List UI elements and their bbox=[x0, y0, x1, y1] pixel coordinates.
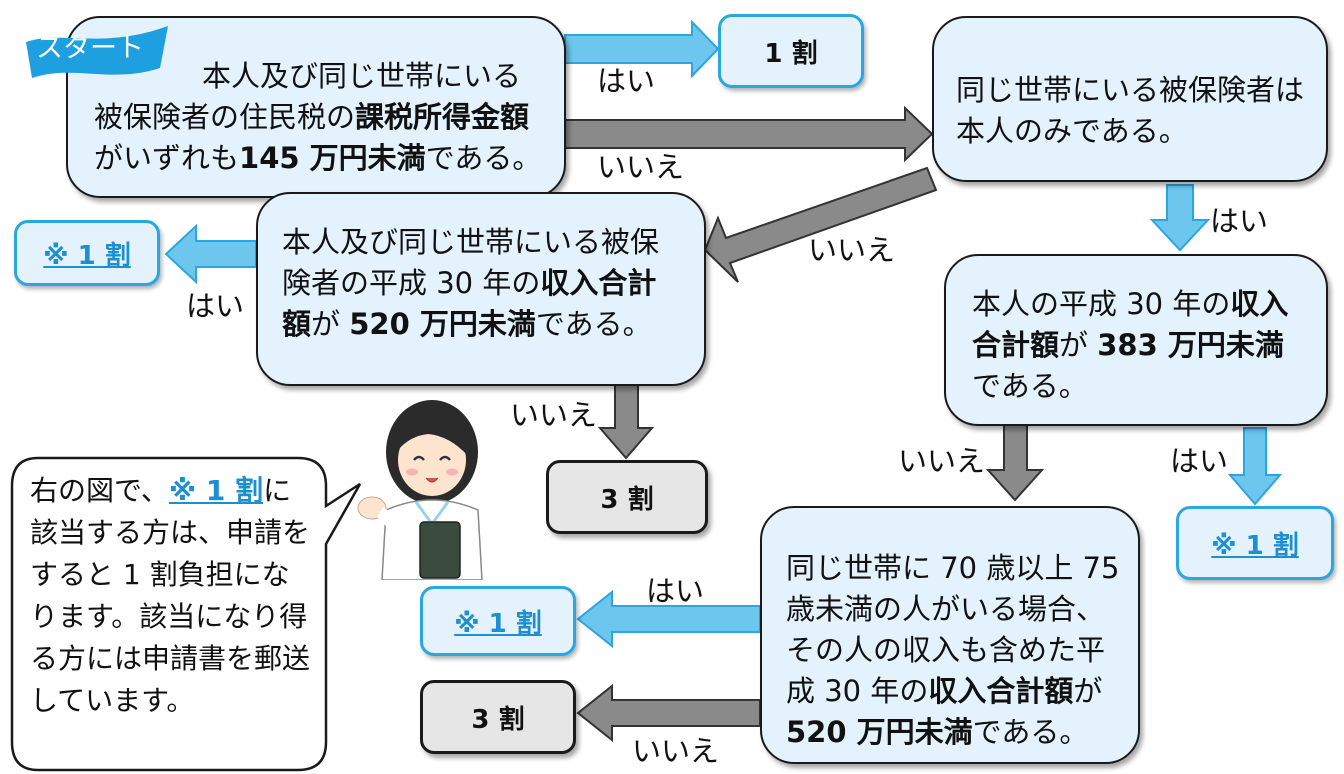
q3-bold-2: 520 万円未満 bbox=[349, 307, 536, 341]
q3-text-post: である。 bbox=[535, 307, 652, 341]
label-q5-yes: はい bbox=[646, 574, 705, 608]
arrow-q2-no bbox=[703, 166, 938, 283]
q3-bold-1: 収入合計額 bbox=[282, 266, 657, 341]
q5-text-pre: 同じ世帯に 70 歳以上 75 歳未満の人がいる場合、その人の収入も含めた平成 … bbox=[786, 551, 1120, 708]
q4-text-post: である。 bbox=[972, 369, 1088, 403]
q1-bold-1: 課税所得金額 bbox=[355, 100, 530, 134]
arrow-q1-no bbox=[564, 105, 934, 163]
q1-text-mid: がいずれも bbox=[94, 141, 240, 175]
result-top-1wari: 1 割 bbox=[718, 14, 864, 88]
q5-bold-2: 520 万円未満 bbox=[786, 715, 973, 749]
start-tag-shape bbox=[26, 26, 168, 78]
nurse-illustration bbox=[357, 400, 483, 580]
q5-bold-1: 収入合計額 bbox=[928, 674, 1074, 708]
note-post: に該当する方は、申請をすると 1 割負担になります。該当になり得る方には申請書を… bbox=[30, 474, 311, 717]
arrow-q3-yes bbox=[164, 223, 257, 285]
result-mid-blue-label: ※ 1 割 bbox=[454, 608, 542, 639]
result-left-label: ※ 1 割 bbox=[43, 240, 131, 271]
label-q3-yes: はい bbox=[186, 289, 245, 323]
q4-text-mid: が bbox=[1059, 328, 1098, 362]
start-tag: スタート bbox=[22, 20, 172, 82]
q5-text-post: である。 bbox=[972, 715, 1089, 749]
result-left-1wari-note[interactable]: ※ 1 割 bbox=[14, 220, 160, 286]
result-right-label: ※ 1 割 bbox=[1211, 530, 1299, 561]
question-5-box: 同じ世帯に 70 歳以上 75 歳未満の人がいる場合、その人の収入も含めた平成 … bbox=[760, 506, 1140, 764]
label-q3-no: いいえ bbox=[510, 398, 598, 432]
question-2-box: 同じ世帯にいる被保険者は本人のみである。 bbox=[932, 16, 1328, 182]
label-q1-yes: はい bbox=[597, 64, 656, 98]
q1-bold-2: 145 万円未満 bbox=[239, 141, 426, 175]
label-q2-yes: はい bbox=[1210, 204, 1269, 238]
question-3-box: 本人及び同じ世帯にいる被保険者の平成 30 年の収入合計額が 520 万円未満で… bbox=[256, 192, 706, 386]
result-top-label: 1 割 bbox=[764, 38, 818, 69]
result-mid-1wari-note[interactable]: ※ 1 割 bbox=[420, 586, 576, 656]
q4-bold-2: 383 万円未満 bbox=[1097, 328, 1284, 362]
arrow-q5-yes bbox=[576, 589, 761, 649]
q5-text-mid: が bbox=[1073, 674, 1103, 708]
q3-text-pre: 本人及び同じ世帯にいる被保険者の平成 30 年の bbox=[282, 225, 660, 300]
arrow-q5-no bbox=[576, 683, 761, 743]
q4-text-pre: 本人の平成 30 年の bbox=[972, 287, 1231, 321]
arrow-q4-yes bbox=[1227, 427, 1283, 506]
question-1-box: 本人及び同じ世帯にいる被保険者の住民税の課税所得金額がいずれも145 万円未満で… bbox=[66, 16, 566, 198]
note-pre: 右の図で、 bbox=[30, 474, 169, 507]
result-mid-3wari: 3 割 bbox=[546, 460, 708, 534]
arrow-q2-yes bbox=[1149, 184, 1211, 252]
q1-text-pre: 本人及び同じ世帯にいる被保険者の住民税の bbox=[94, 59, 522, 134]
arrow-q3-no bbox=[597, 384, 655, 460]
q4-bold-1: 収入合計額 bbox=[972, 287, 1289, 362]
note-text: 右の図で、※ 1 割に該当する方は、申請をすると 1 割負担になります。該当にな… bbox=[30, 470, 314, 722]
q3-text-mid: が bbox=[311, 307, 350, 341]
q1-text-post: である。 bbox=[425, 141, 542, 175]
result-bottom-3wari: 3 割 bbox=[420, 680, 576, 754]
label-q5-no: いいえ bbox=[632, 734, 720, 768]
q2-text: 同じ世帯にいる被保険者は本人のみである。 bbox=[956, 73, 1305, 148]
label-q4-no: いいえ bbox=[898, 444, 986, 478]
start-tag-label: スタート bbox=[36, 33, 144, 64]
note-link-1wari[interactable]: ※ 1 割 bbox=[168, 474, 264, 507]
result-mid-gray-label: 3 割 bbox=[600, 484, 654, 515]
label-q4-yes: はい bbox=[1170, 444, 1229, 478]
arrow-q1-yes bbox=[564, 19, 720, 79]
result-right-1wari-note[interactable]: ※ 1 割 bbox=[1176, 506, 1334, 580]
question-4-box: 本人の平成 30 年の収入合計額が 383 万円未満である。 bbox=[944, 254, 1328, 426]
label-q2-no: いいえ bbox=[808, 233, 896, 267]
result-bottom-gray-label: 3 割 bbox=[471, 704, 525, 735]
arrow-q4-no bbox=[985, 424, 1045, 502]
label-q1-no: いいえ bbox=[597, 150, 685, 184]
